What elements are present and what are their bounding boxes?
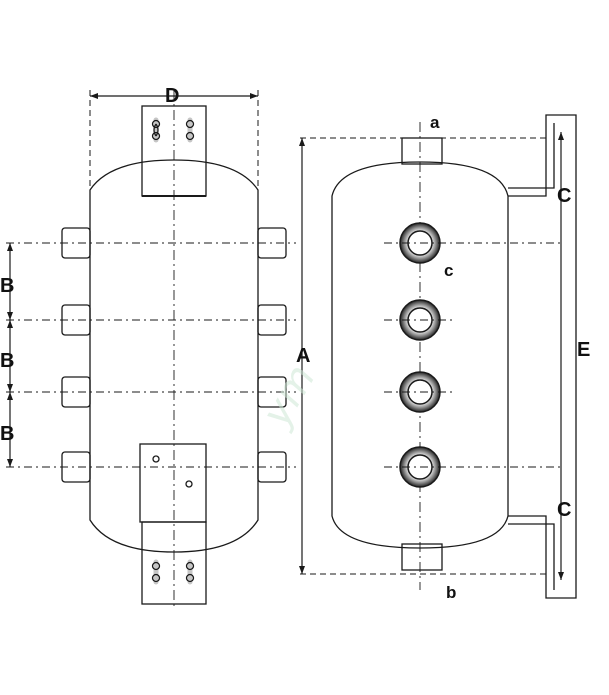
label-a-lower: a [430,113,440,132]
bottom-nozzle [401,543,443,571]
label-d: D [165,85,179,107]
top-nozzle [401,137,443,165]
nozzle-centerlines [6,242,296,468]
front-centerlines [384,242,560,468]
wall-bracket [508,114,577,599]
label-c-bottom: C [557,499,571,521]
bottom-mounting-plate [139,443,207,523]
label-c-top: C [557,185,571,207]
watermark: ym [253,357,325,435]
left-view [6,90,296,610]
label-b-1: B [0,275,14,297]
label-e: E [577,339,590,361]
dimension-b [7,243,13,467]
label-b-2: B [0,350,14,372]
label-b-lower: b [446,583,456,602]
dimension-e [558,132,564,580]
front-nozzles [399,222,441,488]
label-a: A [296,345,310,367]
left-vessel-body [89,159,259,553]
label-b-3: B [0,423,14,445]
right-view [299,114,577,599]
right-side-nozzles [257,227,287,483]
label-c-lower: c [444,261,453,280]
bottom-mounting-bracket [141,521,207,605]
dimension-a [299,137,546,575]
left-side-nozzles [61,227,91,483]
